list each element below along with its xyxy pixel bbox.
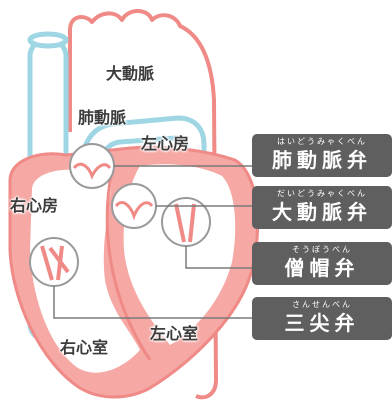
valve-name: 大動脈弁 (272, 200, 372, 224)
valve-tag-pulmonary: はいどうみゃくべん 肺動脈弁 (252, 134, 392, 177)
valve-tag-tricuspid: さんせんべん 三尖弁 (252, 297, 392, 340)
valve-reading: はいどうみゃくべん (277, 137, 367, 146)
pulmonary-artery-label: 肺動脈 (78, 108, 127, 127)
tricuspid-valve-icon (29, 237, 79, 287)
valve-name: 僧帽弁 (284, 256, 360, 280)
right-chambers-cavity (30, 169, 140, 373)
mitral-valve-icon (161, 197, 211, 247)
valve-reading: さんせんべん (292, 300, 352, 309)
left-ventricle-label: 左心室 (150, 324, 199, 343)
tricuspid-valve-leader (53, 286, 252, 319)
mitral-valve-leader (185, 246, 252, 269)
aortic-valve-icon (111, 183, 157, 229)
valve-reading: そうぼうべん (292, 245, 352, 254)
valve-name: 肺動脈弁 (272, 148, 372, 172)
valve-tag-mitral: そうぼうべん 僧帽弁 (252, 242, 392, 285)
right-ventricle-label: 右心室 (60, 338, 109, 357)
aorta-label: 大動脈 (106, 64, 155, 83)
right-atrium-label: 右心房 (10, 196, 59, 215)
left-atrium-label: 左心房 (141, 134, 190, 153)
valve-reading: だいどうみゃくべん (277, 189, 367, 198)
valve-tag-aortic: だいどうみゃくべん 大動脈弁 (252, 186, 392, 229)
valve-name: 三尖弁 (284, 311, 360, 335)
